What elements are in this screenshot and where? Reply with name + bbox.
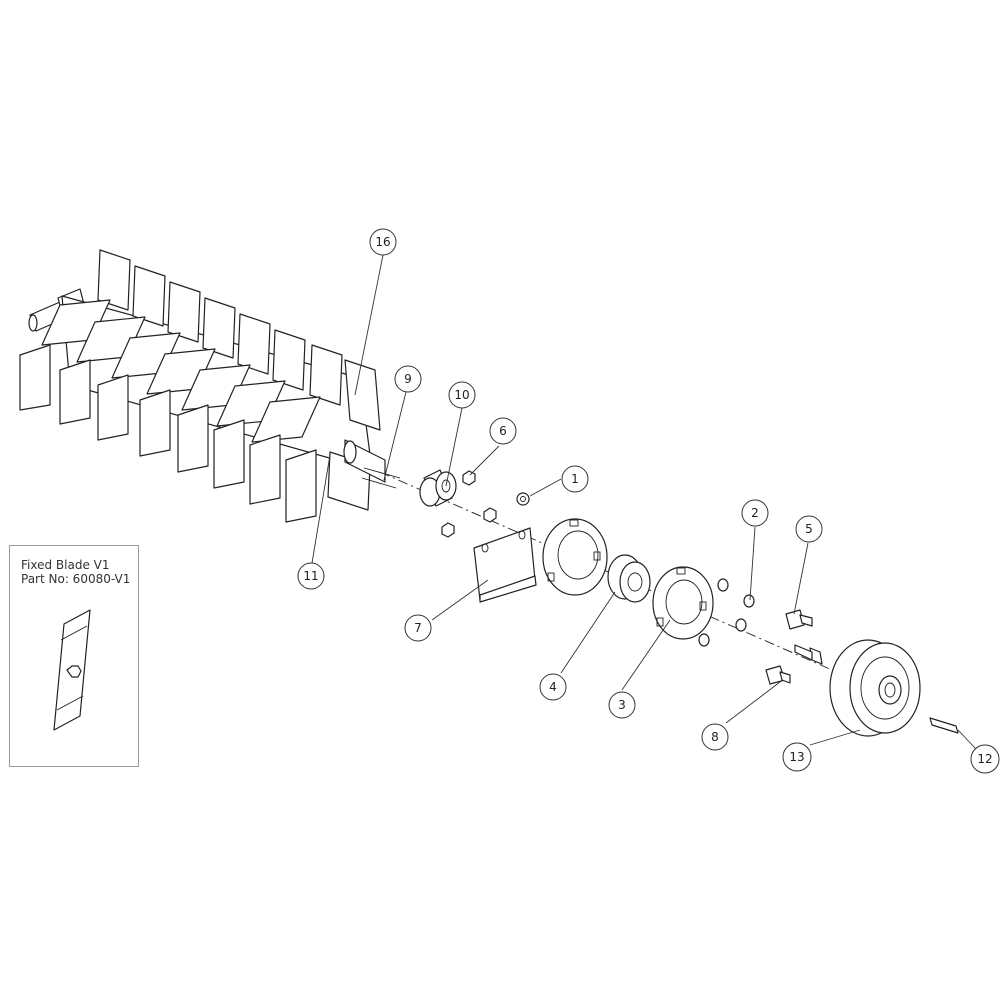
callout-12: 12: [970, 744, 1000, 774]
hex-bolt-upper: [785, 609, 823, 665]
svg-text:7: 7: [414, 621, 422, 635]
fixed-blade-drawing: [53, 609, 91, 731]
svg-text:3: 3: [618, 698, 626, 712]
callout-10: 10: [448, 381, 476, 409]
svg-text:1: 1: [571, 472, 579, 486]
callout-1: 1: [561, 465, 589, 493]
svg-text:8: 8: [711, 730, 719, 744]
callout-13: 13: [782, 742, 812, 772]
svg-text:13: 13: [789, 750, 804, 764]
callout-3: 3: [608, 691, 636, 719]
svg-text:5: 5: [805, 522, 813, 536]
mounting-bracket: [473, 527, 537, 603]
bearing-insert: [607, 554, 651, 603]
inset-title: Fixed Blade V1: [21, 558, 110, 572]
assembly-axis: [379, 471, 856, 681]
callout-4: 4: [539, 673, 567, 701]
callout-6: 6: [489, 417, 517, 445]
callout-7: 7: [404, 614, 432, 642]
inset-part-number: Part No: 60080-V1: [21, 572, 131, 586]
v-belt-pulley: [829, 639, 921, 737]
callout-16: 16: [369, 228, 397, 256]
callout-9: 9: [394, 365, 422, 393]
svg-text:4: 4: [549, 680, 557, 694]
hex-hole-icon: [66, 665, 82, 678]
shaft-key: [929, 717, 959, 734]
fixed-blade-inset: Fixed Blade V1 Part No: 60080-V1: [9, 545, 139, 767]
callout-8: 8: [701, 723, 729, 751]
small-washers: [698, 578, 755, 647]
svg-text:10: 10: [454, 388, 469, 402]
svg-text:6: 6: [499, 424, 507, 438]
flange-plate-front: [542, 518, 608, 596]
callout-11: 11: [297, 562, 325, 590]
hex-bolt-lower: [765, 665, 791, 685]
svg-text:12: 12: [977, 752, 992, 766]
washer: [516, 492, 530, 506]
callout-2: 2: [741, 499, 769, 527]
lock-nuts: [441, 470, 497, 538]
svg-text:16: 16: [375, 235, 390, 249]
shaft-collar: [419, 469, 457, 507]
blade-rotor-assembly: [19, 249, 401, 523]
callout-5: 5: [795, 515, 823, 543]
svg-text:11: 11: [303, 569, 318, 583]
leader-lines: [311, 254, 977, 750]
flange-plate-rear: [652, 566, 714, 640]
svg-text:2: 2: [751, 506, 759, 520]
svg-text:9: 9: [404, 372, 412, 386]
